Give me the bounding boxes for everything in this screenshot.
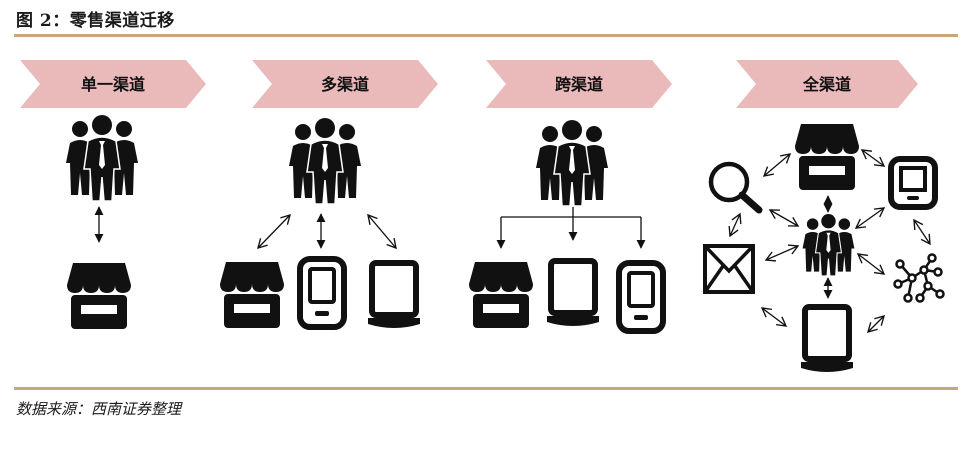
stage-label: 全渠道 [802,75,851,94]
bidirectional-arrow [768,209,800,227]
stage-label: 多渠道 [321,75,369,94]
top-rule [14,34,958,37]
stage-banner-multi: 多渠道 [252,60,438,108]
source-note: 数据来源：西南证券整理 [16,400,182,418]
mobile-icon [619,263,663,331]
customers-icon [802,213,855,277]
customers-icon [65,114,139,202]
tablet-icon [891,159,935,207]
monitor-icon [368,263,420,328]
stage-label: 单一渠道 [81,75,145,94]
bidirectional-arrow [913,218,931,246]
bidirectional-arrow [760,307,788,327]
bidirectional-arrow [367,213,397,250]
bidirectional-arrow [762,153,792,177]
bidirectional-arrow [728,212,742,238]
bottom-rule [14,387,958,390]
customers-icon [535,119,609,207]
store-icon [795,124,859,190]
monitor-icon [547,261,599,326]
store-icon [67,263,131,329]
bidirectional-arrow [764,244,800,262]
stage-label: 跨渠道 [555,75,603,94]
figure-title: 图 2：零售渠道迁移 [16,11,175,31]
search-icon [711,164,759,210]
mail-icon [703,244,755,294]
bidirectional-arrow [867,315,885,333]
monitor-icon [801,307,853,372]
stage-banner-single: 单一渠道 [20,60,206,108]
bidirectional-arrow [854,207,886,229]
store-icon [220,262,284,328]
bidirectional-arrow [856,253,886,275]
mobile-icon [300,259,344,327]
stage-banner-omni: 全渠道 [736,60,918,108]
customers-icon [288,117,362,205]
network-icon [893,253,945,303]
bidirectional-arrow [257,213,291,250]
stage-banner-cross: 跨渠道 [486,60,672,108]
bidirectional-arrow [860,149,886,167]
store-icon [469,262,533,328]
